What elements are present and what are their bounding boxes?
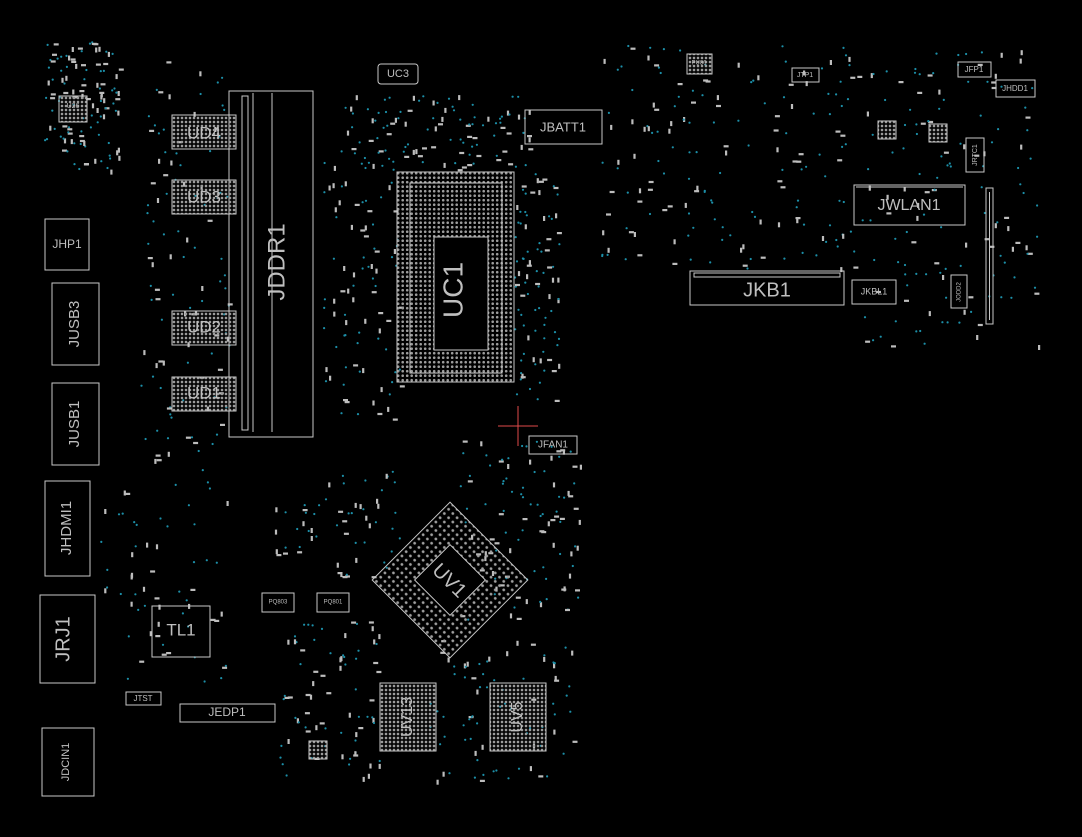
chip-pu86[interactable]: PU86 (686, 53, 713, 75)
jhp1-label: JHP1 (52, 237, 82, 251)
ddr-slot-jddr1[interactable]: JDDR1 (228, 90, 314, 438)
connector-jhp1[interactable]: JHP1 (44, 218, 90, 271)
u26-label: U26 (67, 103, 80, 110)
uv13-label: UV13 (399, 697, 416, 737)
jusb1-label: JUSB1 (66, 401, 83, 448)
jedp1-label: JEDP1 (208, 705, 246, 719)
connector-jodd2[interactable]: JODD2 (950, 274, 968, 309)
jtst-label: JTST (133, 694, 152, 703)
jusb3-label: JUSB3 (66, 301, 83, 348)
mosfet-pq801[interactable]: PQ801 (316, 592, 350, 613)
connector-jtp1[interactable]: JTP1 (791, 67, 820, 83)
jrtc1-label: JRTC1 (972, 144, 979, 166)
uv5-label: UV5 (509, 701, 526, 732)
jdcin1-label: JDCIN1 (60, 743, 72, 782)
jhdd1-label: JHDD1 (1002, 84, 1028, 93)
connector-jtst[interactable]: JTST (125, 691, 162, 706)
ud2-label: UD2 (187, 317, 221, 336)
memory-chip-ud4[interactable]: UD4 (171, 114, 237, 150)
transformer-tl1[interactable]: TL1 (151, 605, 211, 658)
ud3-label: UD3 (187, 187, 221, 206)
jddr1-label: JDDR1 (263, 223, 290, 300)
qfn-chip (308, 120, 948, 760)
uc1-label: UC1 (437, 262, 468, 318)
connector-jrj1[interactable]: JRJ1 (39, 594, 96, 684)
connector-jhdmi1[interactable]: JHDMI1 (44, 480, 91, 577)
jkbl1-label: JKBL1 (861, 286, 888, 296)
tl1-label: TL1 (166, 620, 195, 639)
jbatt1-label: JBATT1 (540, 119, 586, 134)
ud4-label: UD4 (187, 123, 221, 142)
connector-jfan1[interactable]: JFAN1 (528, 435, 578, 455)
pu86-label: PU86 (691, 61, 707, 67)
connector-jedp1[interactable]: JEDP1 (179, 703, 276, 723)
jwlan1-label: JWLAN1 (877, 197, 940, 214)
vram-uv13[interactable]: UV13 (379, 682, 437, 752)
connector-jkbl1[interactable]: JKBL1 (851, 279, 897, 305)
pq801-label: PQ801 (324, 600, 343, 606)
passive-components (44, 41, 1041, 785)
jkb1-label: JKB1 (743, 279, 791, 301)
connector-jfp1[interactable]: JFP1 (957, 61, 992, 78)
connector-jusb3[interactable]: JUSB3 (51, 282, 100, 366)
connector-jdcin1[interactable]: JDCIN1 (41, 727, 95, 797)
connector-jbatt1[interactable]: JBATT1 (524, 109, 603, 145)
memory-chip-ud2[interactable]: UD2 (171, 310, 237, 346)
connector-jrtc1[interactable]: JRTC1 (965, 137, 985, 173)
cpu-uc1[interactable]: UC1 (396, 171, 515, 383)
crosshair-cursor-icon (498, 406, 538, 446)
jtp1-label: JTP1 (797, 72, 813, 79)
jodd2-label: JODD2 (957, 282, 963, 302)
memory-chip-ud1[interactable]: UD1 (171, 376, 237, 412)
jfan1-label: JFAN1 (538, 440, 568, 451)
uc3-label: UC3 (387, 68, 409, 80)
mosfet-pq803[interactable]: PQ803 (261, 592, 295, 613)
chip-uc3[interactable]: UC3 (377, 63, 419, 85)
pq803-label: PQ803 (269, 600, 288, 606)
vram-uv5[interactable]: UV5 (489, 682, 547, 752)
connector-jwlan1[interactable]: JWLAN1 (853, 184, 966, 226)
jhdmi1-label: JHDMI1 (58, 501, 75, 555)
gpu-uv1[interactable]: UV1 (371, 501, 529, 659)
memory-chip-ud3[interactable]: UD3 (171, 179, 237, 215)
connector-jusb1[interactable]: JUSB1 (51, 382, 100, 466)
jrj1-label: JRJ1 (52, 616, 74, 662)
chip-u26[interactable]: U26 (58, 95, 88, 123)
connector-jhdd1[interactable]: JHDD1 (995, 79, 1036, 98)
ud1-label: UD1 (187, 383, 221, 402)
connector-right-edge[interactable] (985, 187, 994, 325)
jfp1-label: JFP1 (965, 65, 984, 74)
connector-jkb1[interactable]: JKB1 (689, 270, 845, 306)
